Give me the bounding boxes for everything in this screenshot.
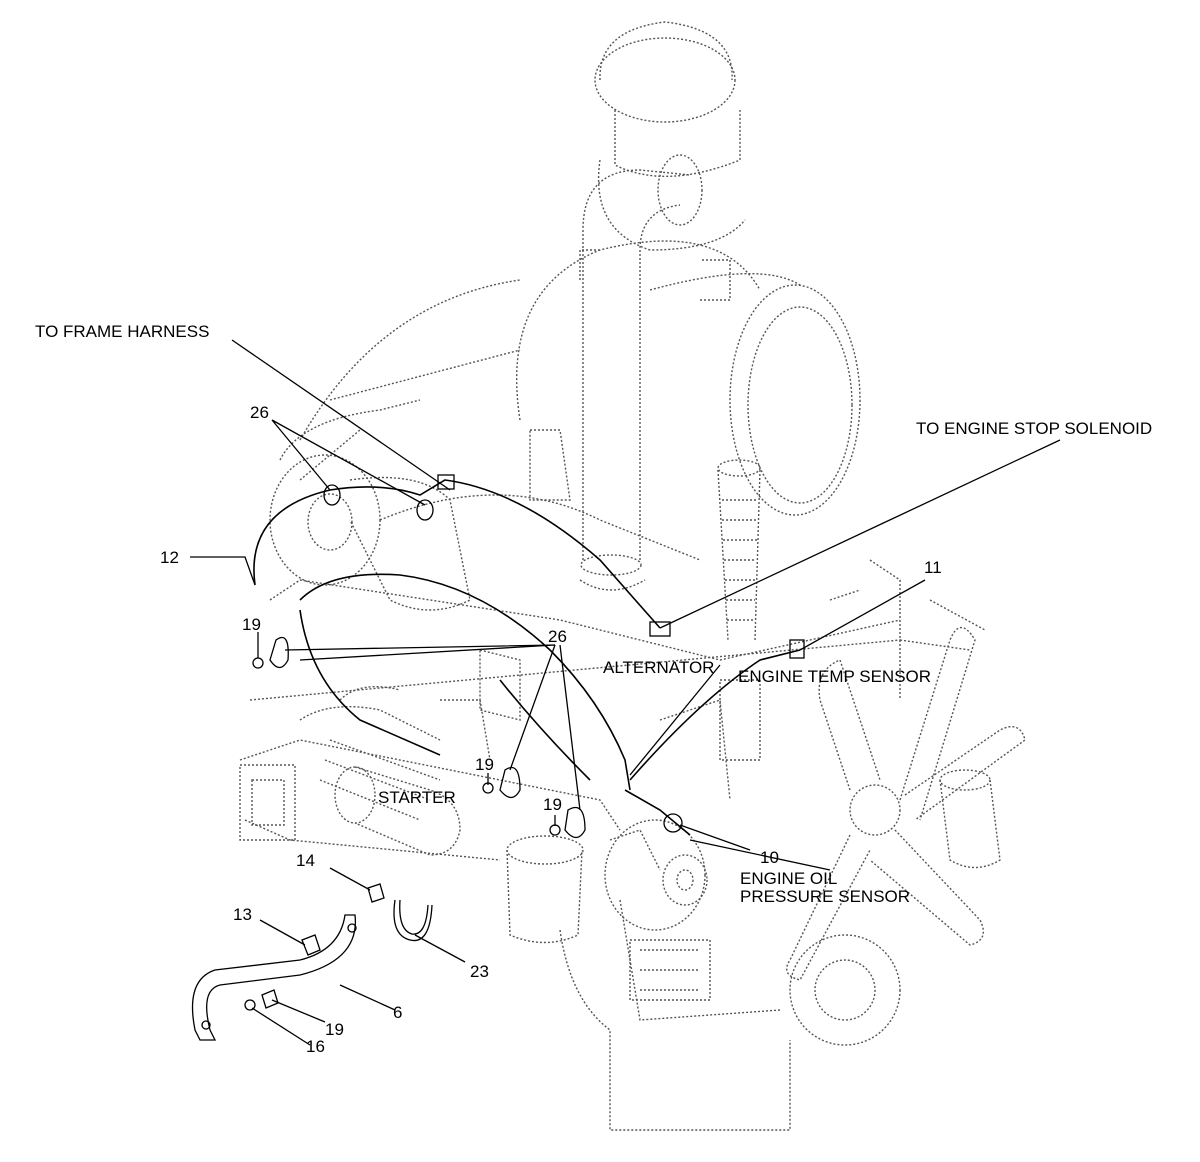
label-starter: STARTER [378,788,456,807]
callout-10: 10 [760,848,779,867]
callout-19-mid-2: 19 [543,795,562,814]
label-engine-oil: ENGINE OIL [740,869,837,888]
leader-lines [190,339,1061,1046]
callout-26-mid: 26 [548,627,567,646]
callout-19-bottom: 19 [325,1020,344,1039]
callout-11: 11 [924,558,942,577]
callout-26-top: 26 [250,403,269,422]
callout-19-left: 19 [242,615,261,634]
callout-13: 13 [233,905,252,924]
label-engine-temp-sensor: ENGINE TEMP SENSOR [738,667,931,686]
callout-12: 12 [160,548,179,567]
callout-16: 16 [306,1037,325,1056]
label-to-engine-stop-solenoid: TO ENGINE STOP SOLENOID [916,419,1152,438]
callout-6: 6 [393,1003,402,1022]
ground-strap-parts [191,883,433,1041]
callout-23: 23 [470,962,489,981]
callout-19-mid-1: 19 [475,755,494,774]
wiring-harness [253,474,805,836]
label-to-frame-harness: TO FRAME HARNESS [35,322,209,341]
label-pressure-sensor: PRESSURE SENSOR [740,887,910,906]
callout-14: 14 [296,851,315,870]
label-alternator: ALTERNATOR [603,658,714,677]
